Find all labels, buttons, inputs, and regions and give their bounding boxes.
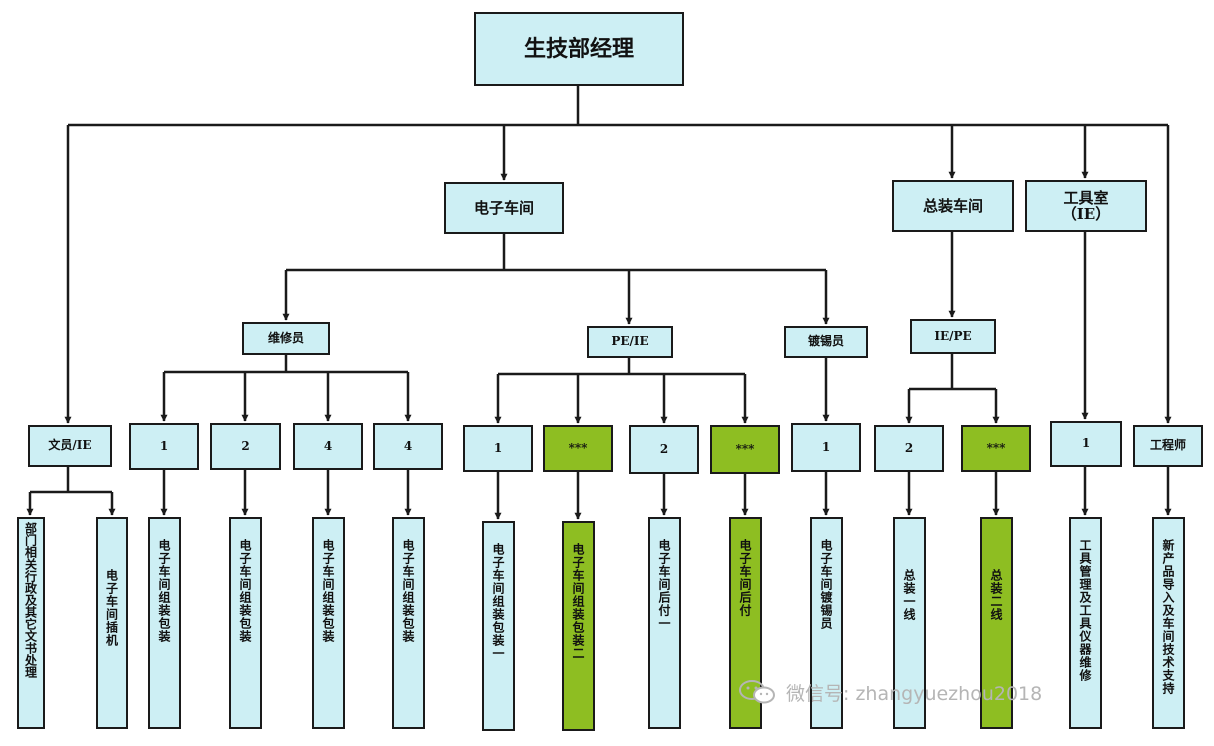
npi-support-label: 新产品导入及车间技术支持	[1161, 539, 1175, 695]
repair-task-3: 电子车间组装包装	[321, 539, 335, 643]
tinning-count: 1	[821, 439, 831, 454]
pe-count-box-4: ***	[710, 425, 780, 474]
tool-room-count-box: 1	[1050, 421, 1122, 467]
ie-pe-label: IE/PE	[934, 328, 972, 343]
repair-count-box-3: 4	[293, 423, 363, 470]
tinning-staff-box: 镀锡员	[784, 326, 868, 358]
pe-task-box-1: 电子车间组装包装一	[482, 521, 515, 731]
assembly-count-2: ***	[986, 440, 1006, 455]
watermark: 微信号: zhangyuezhou2018	[738, 680, 1043, 705]
pe-count-box-3: 2	[629, 425, 699, 474]
tinning-staff-label: 镀锡员	[807, 334, 844, 349]
repair-task-4: 电子车间组装包装	[401, 539, 415, 643]
electronics-workshop-label: 电子车间	[473, 198, 534, 217]
tool-maintenance-label: 工具管理及工具仪器维修	[1078, 539, 1092, 682]
repair-task-2: 电子车间组装包装	[238, 539, 252, 643]
pe-count-4: ***	[735, 441, 755, 456]
engineer-label: 工程师	[1149, 438, 1186, 453]
tool-maintenance-box: 工具管理及工具仪器维修	[1069, 517, 1102, 729]
assembly-line-box-2: 总装二线	[980, 517, 1013, 729]
admin-docs-label: 部门相关行政及其它文书处理	[23, 522, 38, 678]
assembly-line-2: 总装二线	[989, 569, 1003, 621]
assembly-line-box-1: 总装一线	[893, 517, 926, 729]
insertion-label: 电子车间插机	[104, 569, 119, 647]
tinning-task: 电子车间镀锡员	[819, 539, 833, 630]
tinning-task-box: 电子车间镀锡员	[810, 517, 843, 729]
clerk-label: 文员/IE	[48, 438, 92, 453]
repair-task-box-4: 电子车间组装包装	[392, 517, 425, 729]
repair-staff-box: 维修员	[242, 322, 330, 355]
tool-room-count: 1	[1081, 436, 1091, 451]
pe-task-2: 电子车间组装包装二	[571, 543, 585, 660]
engineer-box: 工程师	[1133, 425, 1203, 467]
repair-count-box-1: 1	[129, 423, 199, 470]
insertion-box: 电子车间插机	[96, 517, 128, 729]
pe-count-2: ***	[568, 440, 588, 455]
tool-room-label: 工具室 （IE）	[1061, 188, 1111, 223]
pe-count-1: 1	[493, 440, 503, 455]
pe-task-4: 电子车间后付	[738, 539, 752, 617]
assembly-count-1: 2	[904, 440, 914, 455]
repair-count-2: 2	[241, 438, 250, 453]
wechat-icon	[739, 680, 775, 704]
pe-ie-box: PE/IE	[587, 326, 673, 358]
clerk-box: 文员/IE	[28, 425, 112, 467]
repair-task-box-2: 电子车间组装包装	[229, 517, 262, 729]
repair-count-box-4: 4	[373, 423, 443, 470]
repair-count-3: 4	[323, 438, 333, 453]
pe-task-1: 电子车间组装包装一	[491, 543, 505, 660]
repair-count-4: 4	[403, 438, 413, 453]
ie-pe-box: IE/PE	[910, 319, 996, 354]
pe-ie-label: PE/IE	[611, 334, 649, 349]
repair-count-box-2: 2	[210, 423, 281, 470]
npi-support-box: 新产品导入及车间技术支持	[1152, 517, 1185, 729]
repair-task-box-1: 电子车间组装包装	[148, 517, 181, 729]
admin-docs-box: 部门相关行政及其它文书处理	[17, 517, 45, 729]
top-manager-label: 生技部经理	[523, 35, 634, 62]
pe-task-3: 电子车间后付一	[657, 539, 671, 630]
repair-count-1: 1	[159, 438, 169, 453]
pe-count-box-1: 1	[463, 425, 533, 472]
repair-task-box-3: 电子车间组装包装	[312, 517, 345, 729]
assembly-line-1: 总装一线	[902, 569, 916, 621]
repair-staff-label: 维修员	[267, 330, 304, 345]
electronics-workshop-box: 电子车间	[444, 182, 564, 234]
top-manager-box: 生技部经理	[474, 12, 684, 86]
tool-room-box: 工具室 （IE）	[1025, 180, 1147, 232]
pe-count-3: 2	[659, 441, 669, 456]
assembly-count-box-1: 2	[874, 425, 944, 472]
watermark-text: 微信号: zhangyuezhou2018	[786, 682, 1043, 705]
tinning-count-box: 1	[791, 423, 861, 472]
pe-task-box-3: 电子车间后付一	[648, 517, 681, 729]
assembly-count-box-2: ***	[961, 425, 1031, 472]
repair-task-1: 电子车间组装包装	[157, 539, 171, 643]
assembly-workshop-label: 总装车间	[922, 196, 983, 215]
pe-count-box-2: ***	[543, 425, 613, 472]
assembly-workshop-box: 总装车间	[892, 180, 1014, 232]
pe-task-box-2: 电子车间组装包装二	[562, 521, 595, 731]
